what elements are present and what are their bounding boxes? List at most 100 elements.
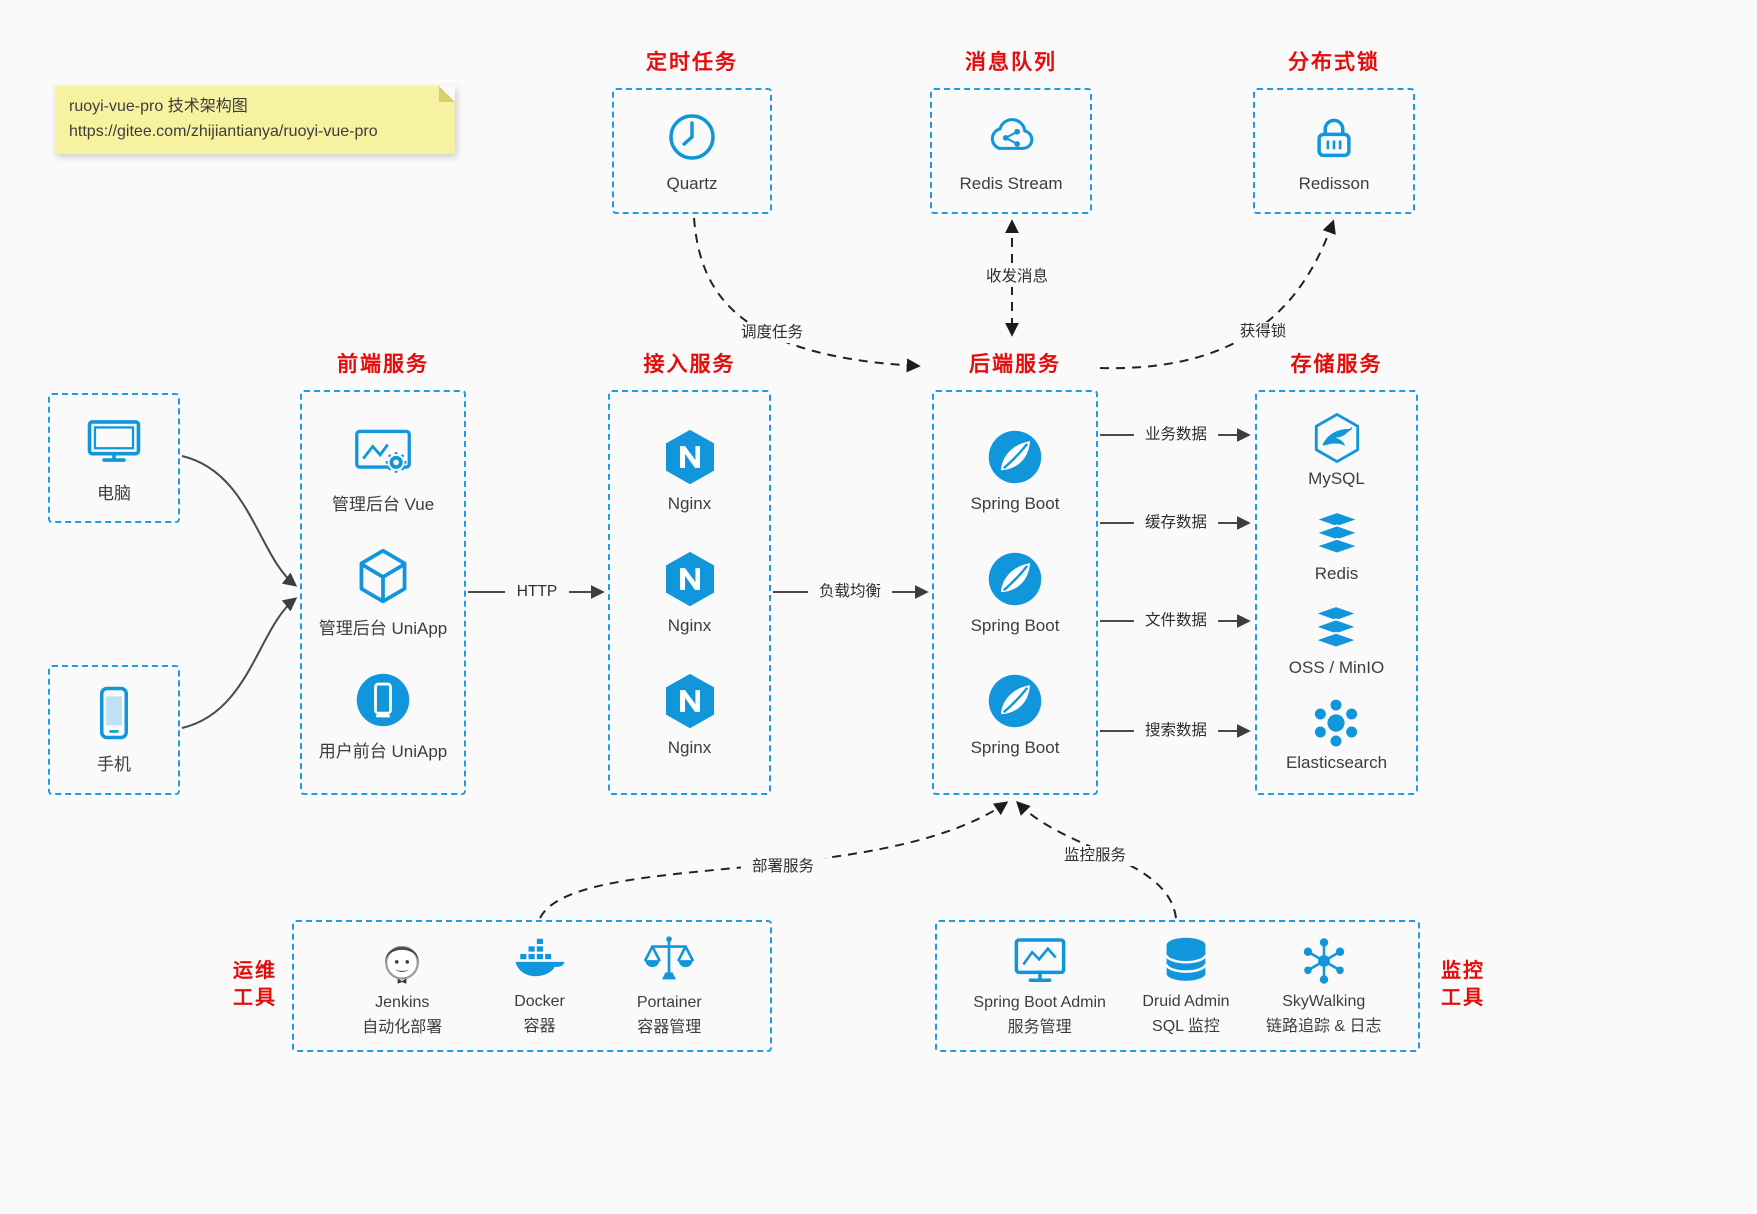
pc-label: 电脑 bbox=[97, 484, 131, 503]
monitor-tools-box: Spring Boot Admin 服务管理 Druid Admin SQL 监… bbox=[935, 920, 1420, 1052]
redisson-box: Redisson bbox=[1253, 88, 1415, 214]
ops-tools-box: Jenkins 自动化部署 Docker 容器 Portainer 容器管理 bbox=[292, 920, 772, 1052]
node-label: Nginx bbox=[667, 616, 712, 635]
gateway-column: Nginx Nginx Nginx bbox=[608, 390, 771, 795]
node-spring-boot-admin: Spring Boot Admin 服务管理 bbox=[973, 933, 1106, 1038]
spring-boot-icon bbox=[985, 427, 1045, 487]
note-url: https://gitee.com/zhijiantianya/ruoyi-vu… bbox=[69, 122, 378, 140]
skywalking-icon bbox=[1297, 934, 1351, 988]
node-label: Elasticsearch bbox=[1285, 753, 1388, 773]
smartphone-icon bbox=[86, 685, 142, 741]
gateway-title: 接入服务 bbox=[643, 353, 736, 376]
note-fold-corner bbox=[439, 86, 455, 102]
backend-column: Spring Boot Spring Boot Spring Boot bbox=[932, 390, 1098, 795]
node-oss-minio: OSS / MinIO bbox=[1289, 603, 1384, 678]
edge-acquire-lock-arrow bbox=[1099, 219, 1336, 370]
edge-label-messaging: 收发消息 bbox=[975, 267, 1059, 287]
node-label: MySQL bbox=[1308, 468, 1365, 488]
node-nginx-2: Nginx bbox=[661, 549, 719, 636]
pc-box: 电脑 bbox=[48, 393, 180, 523]
node-sublabel: SQL 监控 bbox=[1152, 1018, 1220, 1035]
monitor-tools-label: 监控 工具 bbox=[1441, 960, 1485, 1009]
sticky-note: ruoyi-vue-pro 技术架构图 https://gitee.com/zh… bbox=[55, 86, 455, 154]
ops-tools-label: 运维 工具 bbox=[233, 960, 277, 1009]
spring-boot-admin-icon bbox=[1012, 933, 1068, 989]
backend-title: 后端服务 bbox=[969, 353, 1061, 376]
mysql-icon bbox=[1310, 412, 1364, 464]
node-label: Nginx bbox=[667, 738, 712, 757]
node-druid-admin: Druid Admin SQL 监控 bbox=[1142, 934, 1230, 1037]
lock-title: 分布式锁 bbox=[1288, 51, 1380, 74]
edge-label-schedule: 调度任务 bbox=[730, 323, 814, 343]
node-label: Spring Boot bbox=[970, 616, 1060, 635]
node-sublabel: 自动化部署 bbox=[362, 1019, 443, 1036]
node-admin-uniapp: 管理后台 UniApp bbox=[319, 547, 447, 639]
nginx-icon bbox=[661, 427, 719, 487]
uniapp-icon bbox=[353, 547, 413, 607]
node-label: 用户前台 UniApp bbox=[318, 741, 448, 761]
node-redis: Redis bbox=[1311, 509, 1363, 584]
node-skywalking: SkyWalking 链路追踪 & 日志 bbox=[1266, 934, 1382, 1037]
spring-boot-icon bbox=[985, 671, 1045, 731]
edge-schedule-arrow bbox=[693, 217, 921, 373]
elasticsearch-icon bbox=[1310, 698, 1362, 748]
edge-label-search-data: 搜索数据 bbox=[1134, 721, 1218, 741]
storage-column: MySQL Redis OSS / MinIO Elasticsearch bbox=[1255, 390, 1418, 795]
admin-vue-icon bbox=[351, 423, 415, 483]
jenkins-icon bbox=[374, 933, 430, 989]
edge-label-business-data: 业务数据 bbox=[1134, 425, 1218, 445]
edge-label-file-data: 文件数据 bbox=[1134, 611, 1218, 631]
quartz-box: Quartz bbox=[612, 88, 772, 214]
node-spring-boot-3: Spring Boot bbox=[970, 671, 1060, 758]
phone-label: 手机 bbox=[97, 755, 131, 774]
clock-icon bbox=[664, 109, 720, 165]
node-sublabel: 容器 bbox=[523, 1018, 556, 1035]
node-sublabel: 链路追踪 & 日志 bbox=[1265, 1018, 1382, 1035]
edge-label-load-balance: 负载均衡 bbox=[808, 582, 892, 602]
node-user-uniapp: 用户前台 UniApp bbox=[319, 670, 447, 762]
node-sublabel: 容器管理 bbox=[637, 1019, 702, 1036]
node-label: 管理后台 Vue bbox=[331, 495, 435, 515]
edge-label-monitoring: 监控服务 bbox=[1053, 846, 1137, 866]
redisson-label: Redisson bbox=[1298, 173, 1370, 193]
nginx-icon bbox=[661, 549, 719, 609]
phone-box: 手机 bbox=[48, 665, 180, 795]
frontend-title: 前端服务 bbox=[337, 353, 429, 376]
node-portainer: Portainer 容器管理 bbox=[637, 933, 702, 1038]
nginx-icon bbox=[661, 671, 719, 731]
node-mysql: MySQL bbox=[1308, 412, 1365, 489]
node-label: Jenkins bbox=[375, 994, 430, 1012]
redis-stream-label: Redis Stream bbox=[959, 173, 1063, 193]
node-label: Druid Admin bbox=[1142, 993, 1230, 1011]
node-docker: Docker 容器 bbox=[511, 934, 569, 1037]
redis-stream-box: Redis Stream bbox=[930, 88, 1092, 214]
docker-icon bbox=[511, 934, 569, 988]
spring-boot-icon bbox=[985, 549, 1045, 609]
node-label: Nginx bbox=[667, 494, 712, 513]
object-storage-icon bbox=[1310, 603, 1362, 653]
edge-label-cache-data: 缓存数据 bbox=[1134, 513, 1218, 533]
user-app-icon bbox=[353, 670, 413, 730]
node-label: Spring Boot Admin bbox=[973, 994, 1106, 1012]
node-spring-boot-1: Spring Boot bbox=[971, 427, 1059, 514]
node-label: Spring Boot bbox=[970, 738, 1060, 757]
node-elasticsearch: Elasticsearch bbox=[1286, 698, 1387, 773]
edge-label-deploy: 部署服务 bbox=[741, 857, 825, 877]
scheduler-title: 定时任务 bbox=[646, 51, 738, 74]
node-label: Portainer bbox=[636, 994, 702, 1012]
node-label: OSS / MinIO bbox=[1288, 658, 1385, 678]
node-jenkins: Jenkins 自动化部署 bbox=[362, 933, 442, 1038]
node-label: Docker bbox=[514, 993, 565, 1011]
lock-icon bbox=[1306, 109, 1362, 165]
node-admin-vue: 管理后台 Vue bbox=[332, 423, 434, 515]
edge-phone-to-frontend bbox=[181, 597, 298, 729]
note-title: ruoyi-vue-pro 技术架构图 bbox=[69, 98, 248, 115]
frontend-column: 管理后台 Vue 管理后台 UniApp 用户前台 UniApp bbox=[300, 390, 466, 795]
node-label: 管理后台 UniApp bbox=[318, 618, 448, 638]
edge-pc-to-frontend bbox=[181, 455, 298, 587]
desktop-icon bbox=[85, 412, 143, 470]
storage-title: 存储服务 bbox=[1290, 353, 1383, 376]
node-sublabel: 服务管理 bbox=[1007, 1019, 1072, 1036]
